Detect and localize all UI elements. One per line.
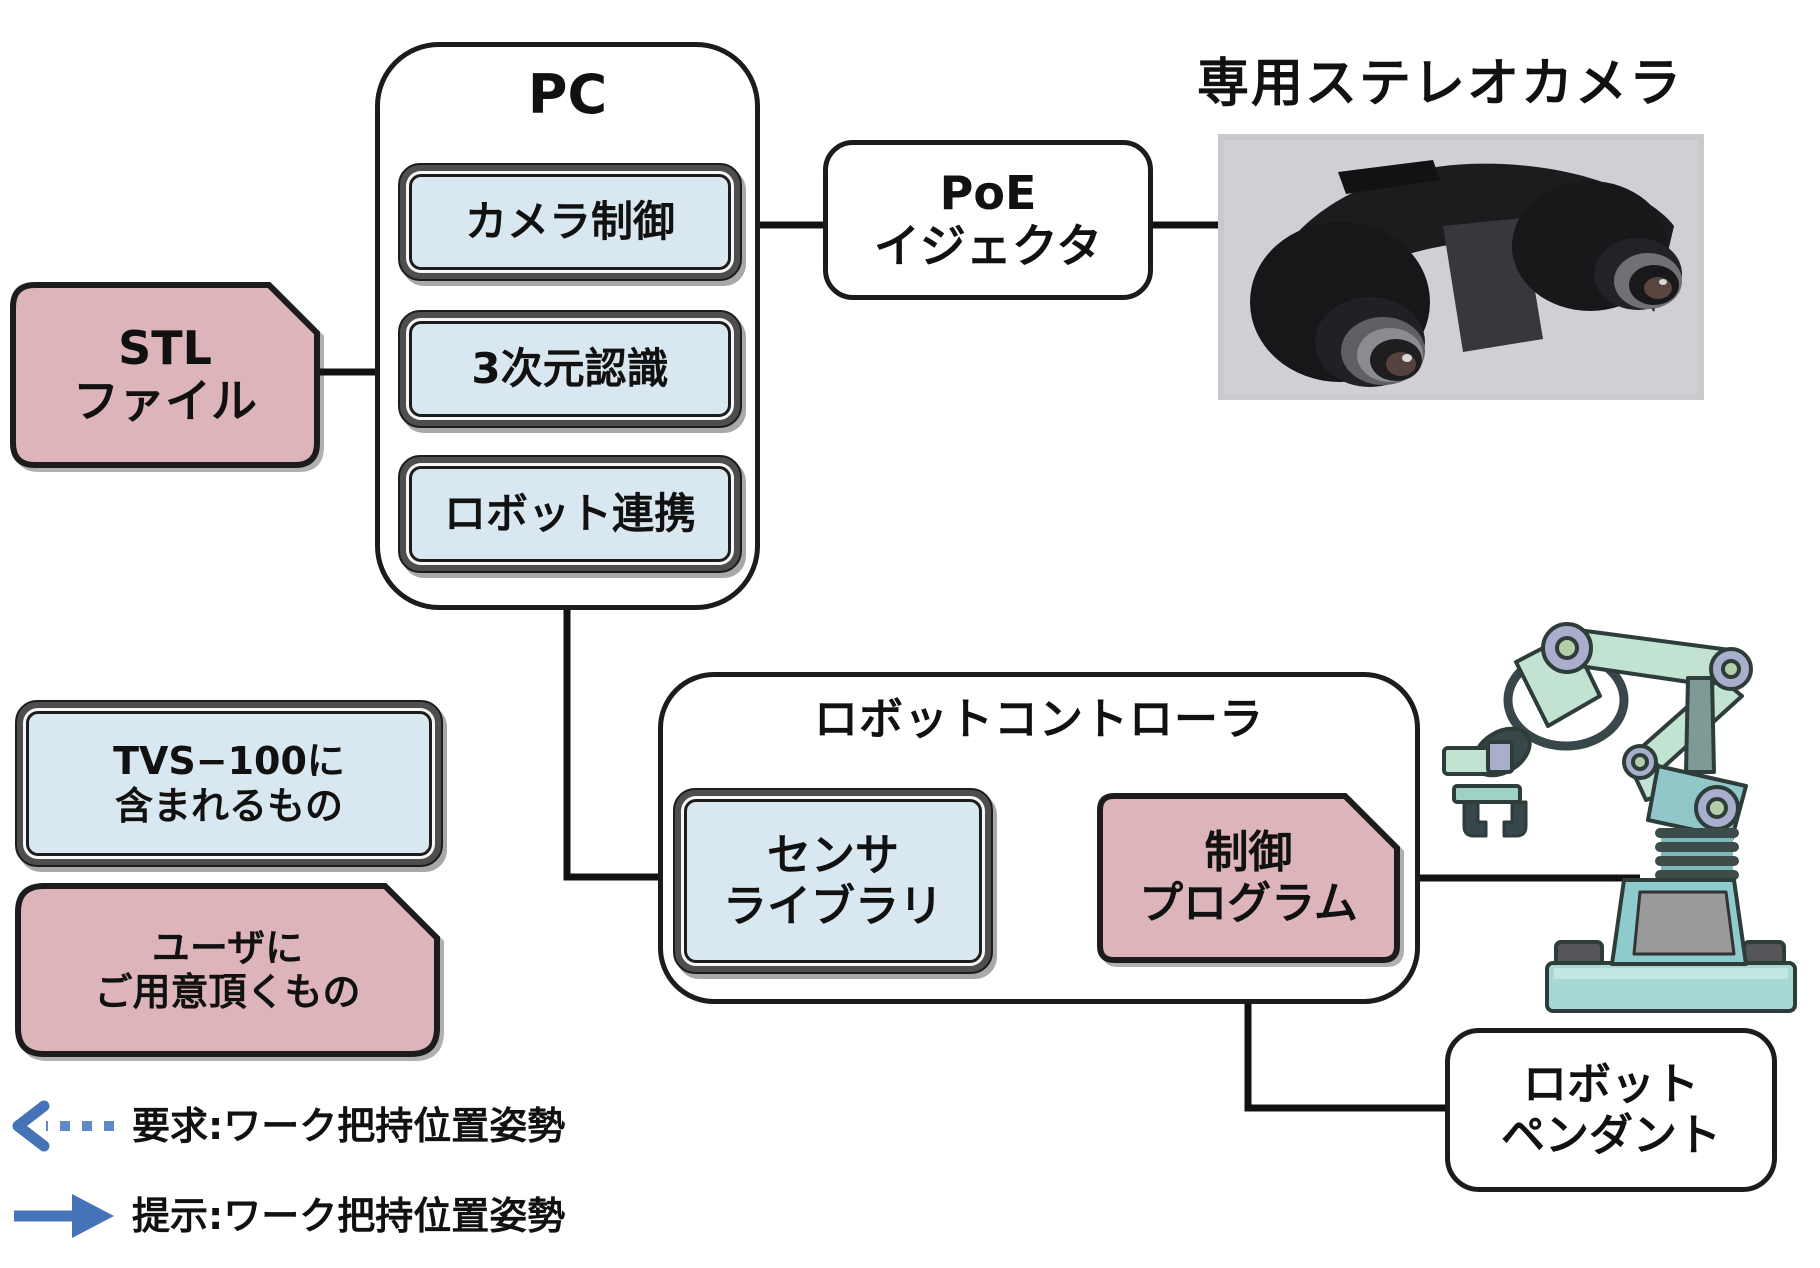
dotted-arrow-left-legend-icon: [12, 1100, 114, 1152]
stl-file-shape: [10, 282, 320, 468]
stereo-camera-caption: 専用ステレオカメラ: [1196, 54, 1683, 114]
control-program-label-line2: プログラム: [1139, 878, 1358, 929]
stereo-camera-photo: [1218, 134, 1704, 400]
robot-pendant-box: ロボット ペンダント: [1445, 1028, 1777, 1192]
connector-pc-to-controller: [563, 570, 680, 881]
legend-included-label-line2: 含まれるもの: [114, 783, 343, 828]
sensor-library-label-line1: センサ: [767, 829, 899, 881]
legend-included-label: TVS−100に 含まれるもの: [26, 711, 432, 856]
legend-included-box: TVS−100に 含まれるもの: [15, 700, 443, 867]
legend-user-label-line1: ユーザに: [151, 925, 304, 970]
connector-program-to-pendant: [1244, 960, 1450, 1112]
control-program-shape: [1097, 793, 1400, 963]
legend-request-label: 要求:ワーク把持位置姿勢: [132, 1104, 566, 1148]
legend-user-label-line2: ご用意頂くもの: [94, 970, 361, 1014]
pc-title: PC: [527, 63, 608, 126]
legend-present-label: 提示:ワーク把持位置姿勢: [132, 1194, 566, 1238]
solid-arrow-right-legend-icon: [14, 1194, 114, 1238]
poe-injector-label-line1: PoE: [939, 165, 1037, 220]
robot-controller-title: ロボットコントローラ: [814, 694, 1264, 745]
poe-injector-label-line2: イジェクタ: [873, 219, 1103, 273]
pc-module-robot-link-label: ロボット連携: [409, 466, 731, 562]
robot-arm-illustration: [1442, 622, 1797, 1013]
control-program-box: 制御 プログラム: [1097, 793, 1400, 963]
control-program-label-line1: 制御: [1204, 826, 1293, 878]
sensor-library-label-line2: ライブラリ: [723, 881, 943, 932]
stl-file-label-line1: STL: [118, 320, 212, 375]
stl-file-box: STL ファイル: [10, 282, 320, 468]
legend-included-label-line1: TVS−100に: [113, 739, 345, 784]
pc-module-camera-control-label: カメラ制御: [409, 174, 731, 270]
legend-user-shape: [15, 883, 440, 1057]
stl-file-label-line2: ファイル: [73, 374, 257, 428]
robot-pendant-label-line2: ペンダント: [1501, 1110, 1721, 1161]
legend-request-row: [8, 1100, 120, 1152]
pc-module-3d-recognition: 3次元認識: [398, 310, 742, 428]
sensor-library-label: センサ ライブラリ: [684, 799, 982, 963]
sensor-library-box: センサ ライブラリ: [673, 788, 993, 974]
pc-module-3d-recognition-label: 3次元認識: [409, 321, 731, 417]
legend-present-row: [8, 1190, 120, 1242]
robot-pendant-label-line1: ロボット: [1523, 1058, 1699, 1110]
legend-user-box: ユーザに ご用意頂くもの: [15, 883, 440, 1057]
pc-module-camera-control: カメラ制御: [398, 163, 742, 281]
pc-module-robot-link: ロボット連携: [398, 455, 742, 573]
poe-injector-box: PoE イジェクタ: [823, 140, 1153, 300]
